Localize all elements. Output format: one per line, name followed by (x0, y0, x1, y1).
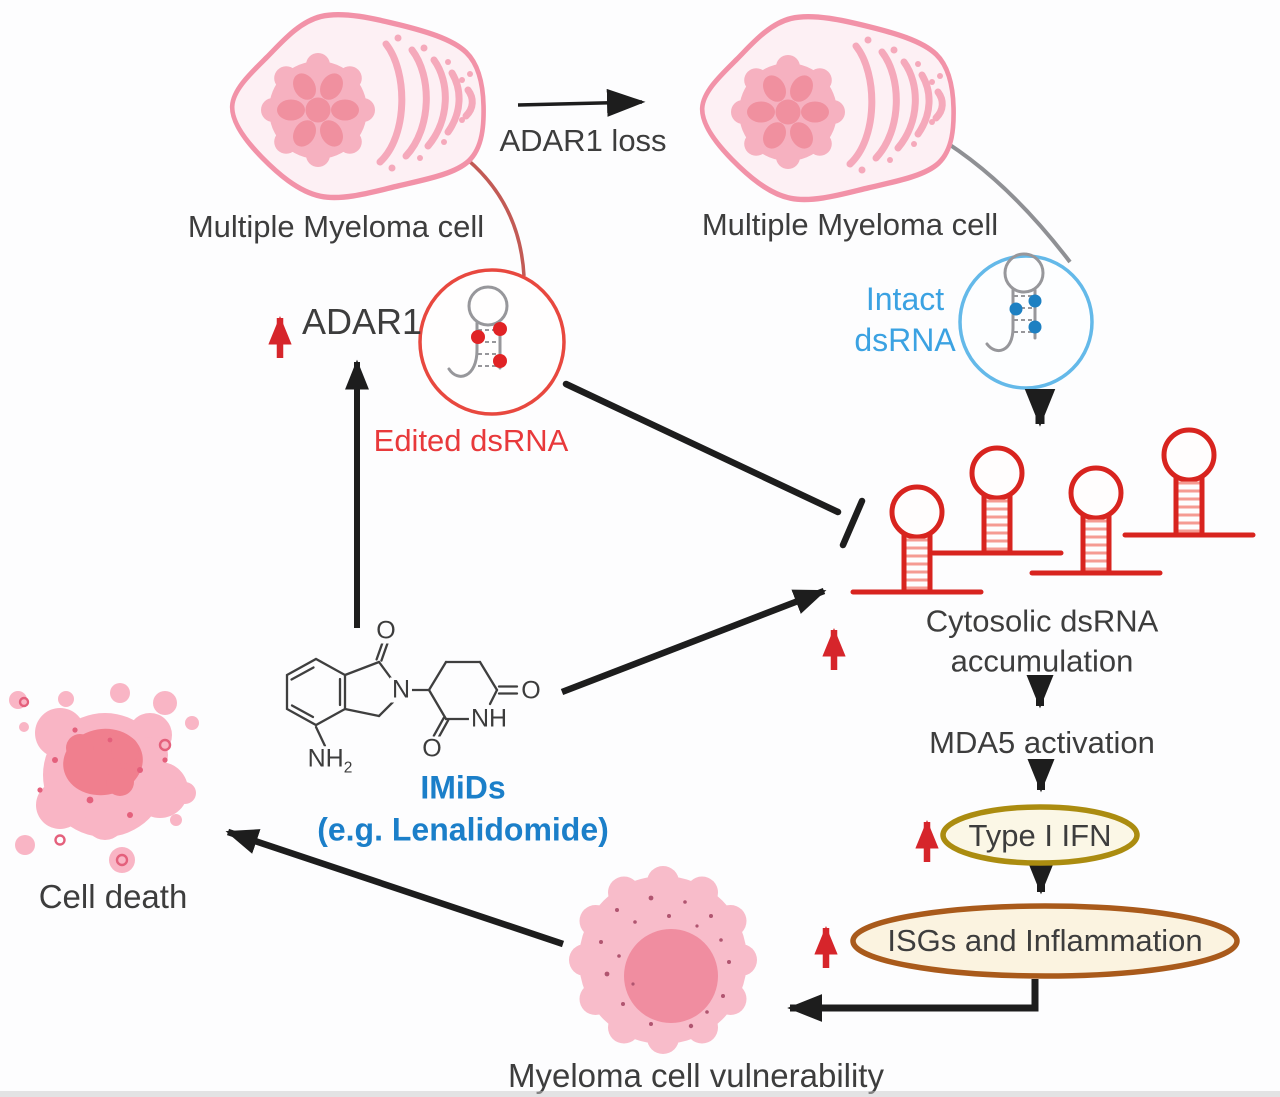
adar1-loss-arrow-icon (517, 88, 646, 117)
bottom-crop-strip (0, 1091, 1280, 1097)
cell-to-death-arrow-icon (225, 828, 565, 948)
adar1-label: ADAR1 (301, 300, 423, 342)
cell-nucleus (624, 929, 718, 1023)
edited-dsrna-inhibition-tbar (562, 380, 866, 549)
type-i-ifn-ellipse (940, 804, 1140, 866)
edited-dsrna-label: Edited dsRNA (373, 423, 569, 459)
intact-dsrna-circle (958, 252, 1094, 390)
myeloma-cell-top-left (232, 15, 483, 198)
vulnerable-myeloma-cell (569, 866, 757, 1054)
isgs-inflammation-label: ISGs and Inflammation (887, 923, 1203, 959)
vulnerability-label: Myeloma cell vulnerability (508, 1056, 884, 1094)
cytosolic-dsrna-label: Cytosolic dsRNA accumulation (925, 603, 1159, 678)
atom-nh: NH (468, 704, 510, 733)
intact-dsrna-label: Intact dsRNA (854, 281, 956, 358)
atom-o-top: O (374, 616, 398, 645)
atom-nh2: NH2 (305, 744, 355, 777)
intact-sites-dots (1009, 294, 1042, 334)
isgs-to-cell-arrow-icon (787, 979, 1039, 1022)
imids-to-dsrna-arrow-icon (560, 587, 827, 696)
adar1-loss-label: ADAR1 loss (499, 123, 667, 159)
edited-dsrna-circle (418, 268, 566, 416)
mda5-activation-label: MDA5 activation (929, 725, 1155, 761)
isgs-ellipse (850, 903, 1240, 979)
cell-death-splat (9, 683, 199, 873)
myeloma-cell-top-right (702, 17, 953, 200)
top-right-cell-label: Multiple Myeloma cell (701, 207, 999, 243)
atom-o-bottom: O (420, 734, 444, 763)
atom-n-ring: N (389, 675, 413, 704)
cell-death-label: Cell death (38, 877, 188, 915)
top-left-cell-label: Multiple Myeloma cell (187, 209, 485, 245)
cell-speckles (599, 895, 731, 1029)
atom-o-right: O (519, 676, 543, 705)
edited-sites-dots (471, 322, 507, 368)
imids-label: IMiDs (e.g. Lenalidomide) (317, 769, 609, 847)
type-i-ifn-label: Type I IFN (968, 818, 1112, 854)
cytosolic-dsrna-hairpins (853, 430, 1253, 592)
connector-left-cell-to-edited-dsrna (466, 158, 526, 277)
